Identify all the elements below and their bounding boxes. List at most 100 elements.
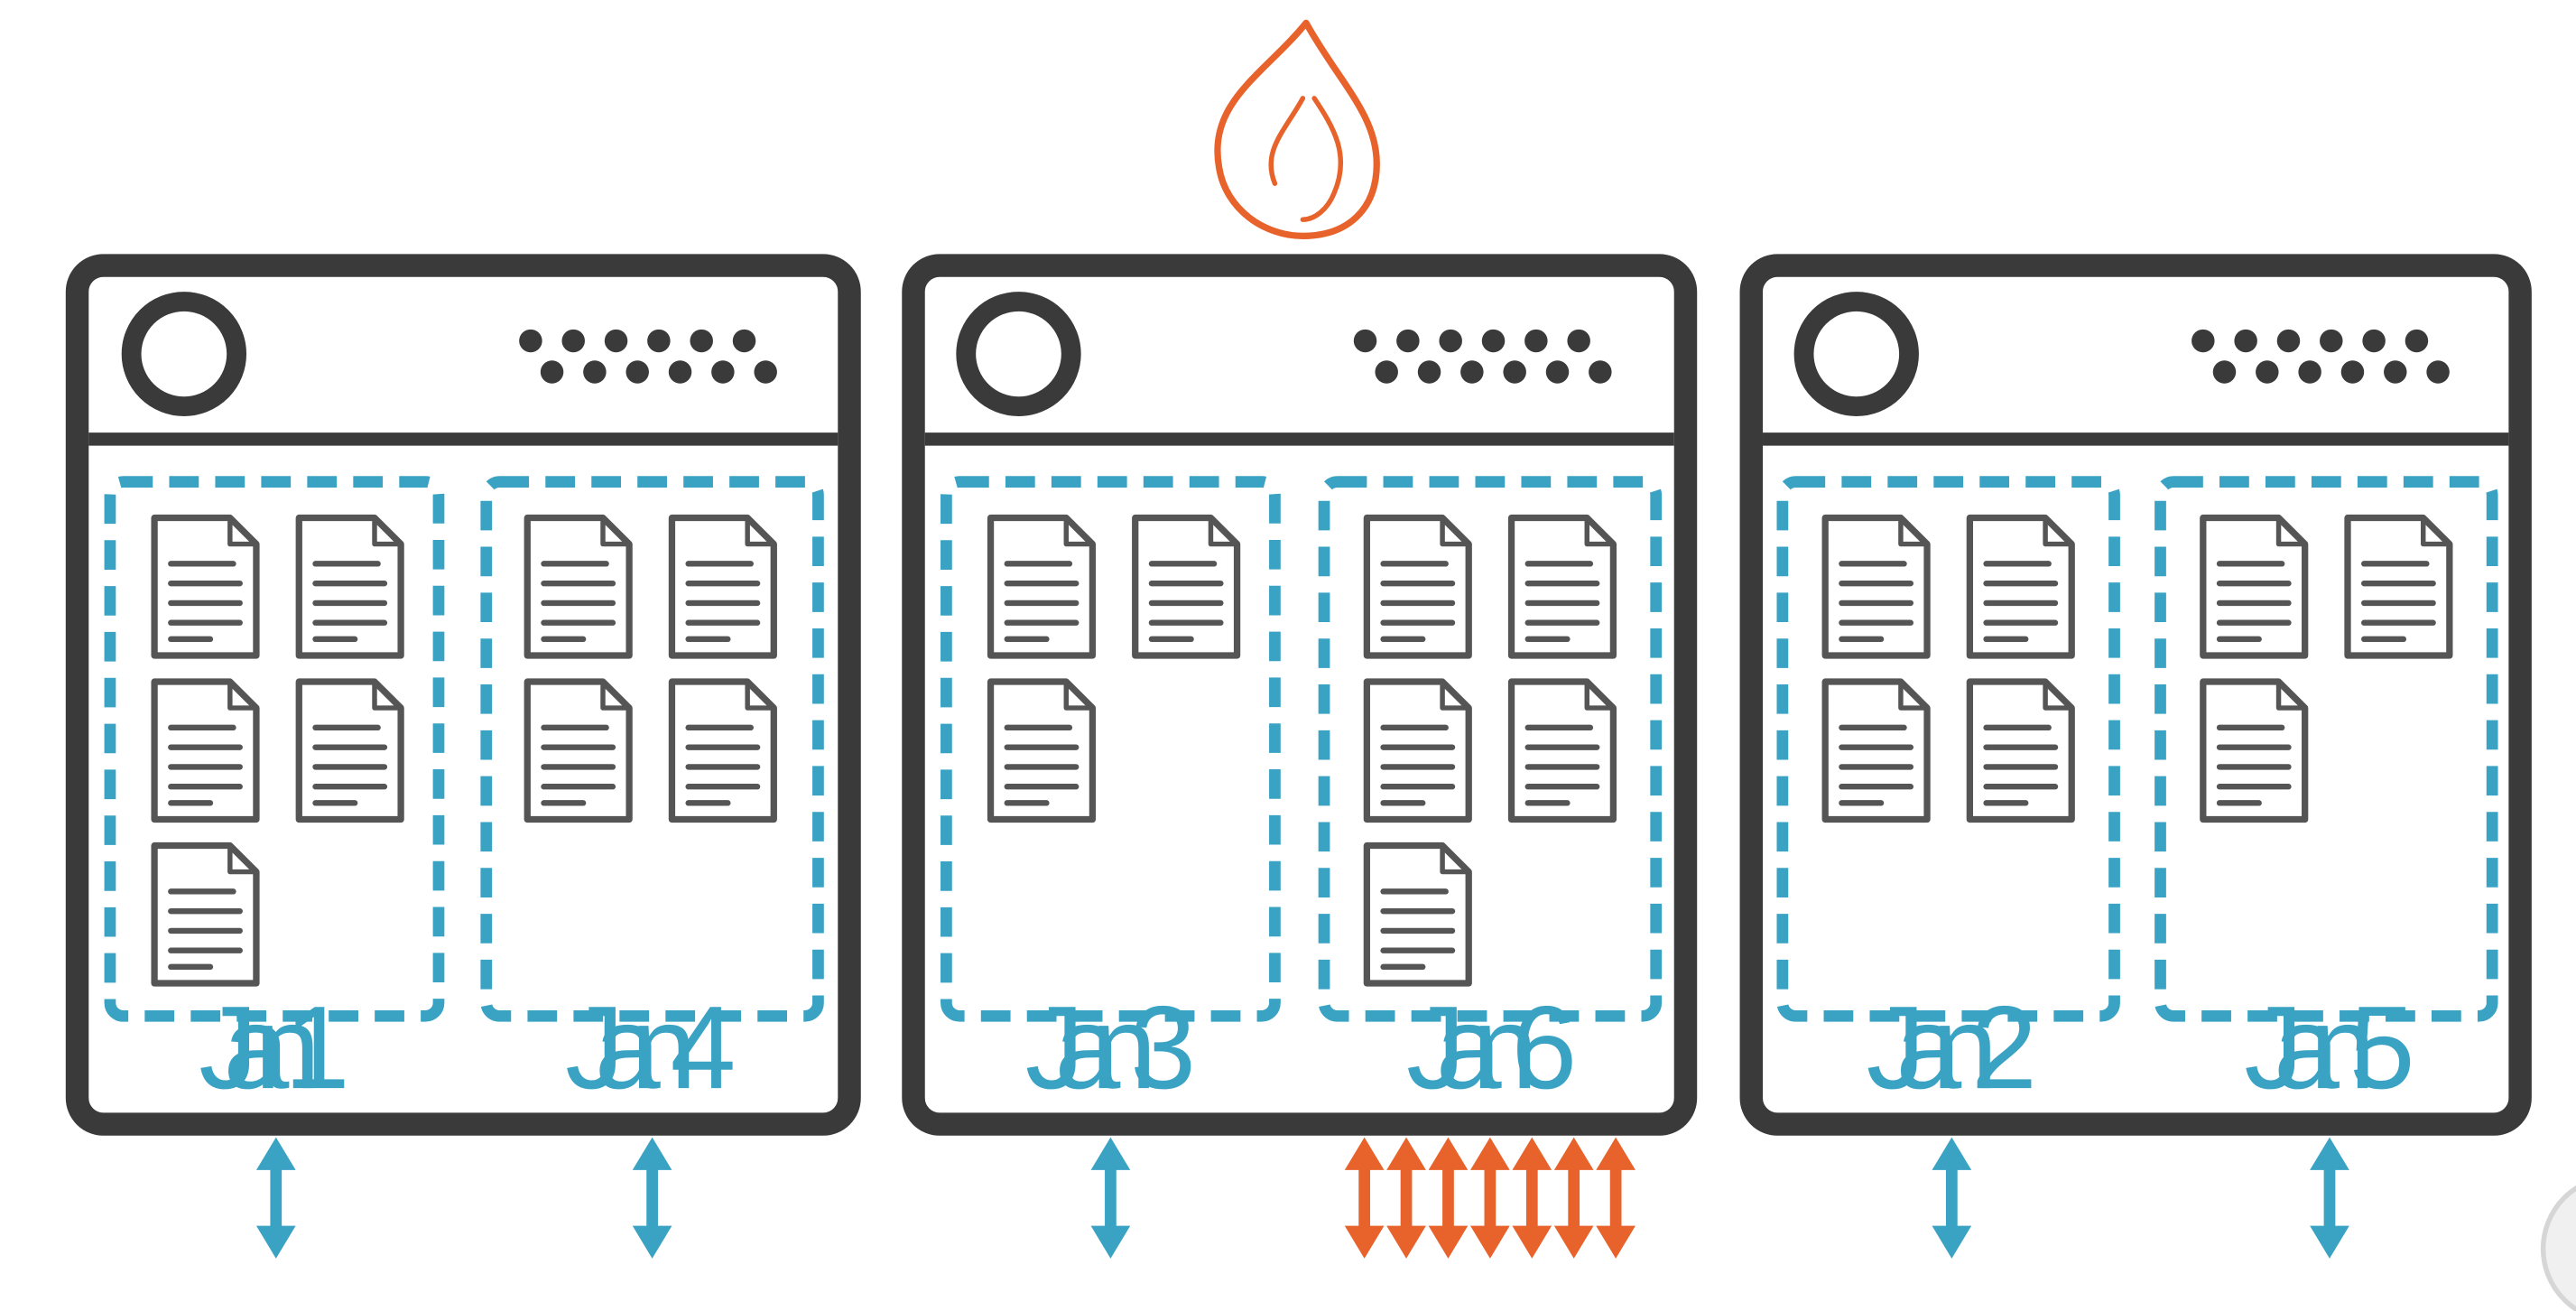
vent-dot (647, 329, 671, 353)
vent-dot (2320, 329, 2343, 353)
document-icon (1132, 514, 1241, 659)
document-icon (1821, 514, 1931, 659)
document-icon (295, 514, 404, 659)
request-arrows (2310, 1137, 2349, 1259)
vent-dot (1567, 329, 1590, 353)
vent-dot (1439, 329, 1462, 353)
document-icon (1821, 678, 1931, 823)
document-icon (1507, 514, 1617, 659)
vent-dot (1375, 360, 1398, 384)
fire-icon (1214, 19, 1380, 239)
vent-dot (2276, 329, 2301, 353)
double-arrow-icon (2310, 1137, 2349, 1259)
partition-docs (987, 514, 1241, 823)
partition-docs (151, 514, 404, 987)
vent-dot (561, 329, 585, 353)
partition-label: Jan 1 (199, 981, 349, 1113)
vent-dot (2256, 360, 2279, 384)
vent-dot (2405, 329, 2429, 353)
document-icon (2200, 514, 2309, 659)
vent-dot (2362, 329, 2386, 353)
server-2: Jan 3 Jan 6 (902, 254, 1698, 1259)
vent-dot (1503, 360, 1526, 384)
vent-dot (668, 360, 692, 384)
document-icon (151, 678, 260, 823)
double-arrow-icon (1512, 1137, 1552, 1259)
vent-dot (540, 360, 564, 384)
power-indicator-icon (956, 292, 1081, 417)
double-arrow-icon (1344, 1137, 1385, 1259)
double-arrow-icon (255, 1137, 296, 1259)
vent-dot (1460, 360, 1484, 384)
double-arrow-icon (1932, 1137, 1972, 1259)
vent-dot (1524, 329, 1548, 353)
vent-dot (583, 360, 607, 384)
document-icon (1966, 678, 2075, 823)
document-icon (151, 841, 260, 987)
document-icon (2200, 678, 2309, 823)
partition-box (2154, 476, 2498, 1022)
partition-label: Jan 6 (1406, 981, 1577, 1113)
double-arrow-icon (1470, 1137, 1510, 1259)
double-arrow-icon (1553, 1137, 1594, 1259)
document-icon (524, 678, 633, 823)
vent-dot (625, 360, 649, 384)
vent-dot (1353, 329, 1377, 353)
partition-label: Jan 5 (2244, 981, 2414, 1113)
document-icon (987, 514, 1097, 659)
vent-dot (711, 360, 735, 384)
vent-dot (690, 329, 713, 353)
vent-dot (732, 329, 756, 353)
document-icon (1966, 514, 2075, 659)
partition-label: Jan 2 (1867, 981, 2037, 1113)
document-icon (151, 514, 260, 659)
vent-dot (1545, 360, 1570, 384)
partition-label: Jan 3 (1025, 981, 1196, 1113)
document-icon (668, 678, 777, 823)
vent-dot (2212, 360, 2237, 384)
vent-dot (604, 329, 628, 353)
partition-docs (2200, 514, 2453, 823)
double-arrow-icon (1386, 1137, 1426, 1259)
request-arrows (255, 1137, 296, 1259)
vent-dot (1396, 329, 1420, 353)
request-arrows (1932, 1137, 1972, 1259)
document-icon (987, 678, 1097, 823)
partition-box (480, 476, 824, 1022)
request-arrows (632, 1137, 672, 1259)
partition-docs (1363, 514, 1617, 987)
vent-dot (519, 329, 542, 353)
request-arrows (1090, 1137, 1131, 1259)
double-arrow-icon (1596, 1137, 1635, 1259)
double-arrow-icon (632, 1137, 672, 1259)
vent-dot (2191, 329, 2215, 353)
vent-dots-icon (1353, 329, 1612, 384)
vent-dot (1417, 360, 1441, 384)
vent-dot (2426, 360, 2450, 384)
document-icon (1363, 841, 1472, 987)
power-indicator-icon (121, 292, 247, 417)
document-icon (1507, 678, 1617, 823)
document-icon (1363, 678, 1472, 823)
power-indicator-icon (1793, 292, 1919, 417)
server-3: Jan 2 Jan 5 (1739, 254, 2532, 1259)
document-icon (524, 514, 633, 659)
server-1: Jan 1 Jan 4 (65, 254, 861, 1259)
vent-dot (2298, 360, 2321, 384)
document-icon (2344, 514, 2453, 659)
vent-dot (1589, 360, 1612, 384)
vent-dots-icon (2191, 329, 2450, 384)
vent-dot (1481, 329, 1506, 353)
vent-dot (2234, 329, 2257, 353)
vent-dot (2340, 360, 2365, 384)
vent-dot (2384, 360, 2407, 384)
double-arrow-icon (1428, 1137, 1469, 1259)
partition-label: Jan 4 (565, 981, 736, 1113)
partition-docs (524, 514, 777, 823)
request-arrows (1344, 1137, 1635, 1259)
vent-dots-icon (519, 329, 777, 384)
partition-docs (1821, 514, 2075, 823)
corner-circle-fragment (2540, 1185, 2576, 1311)
document-icon (295, 678, 404, 823)
